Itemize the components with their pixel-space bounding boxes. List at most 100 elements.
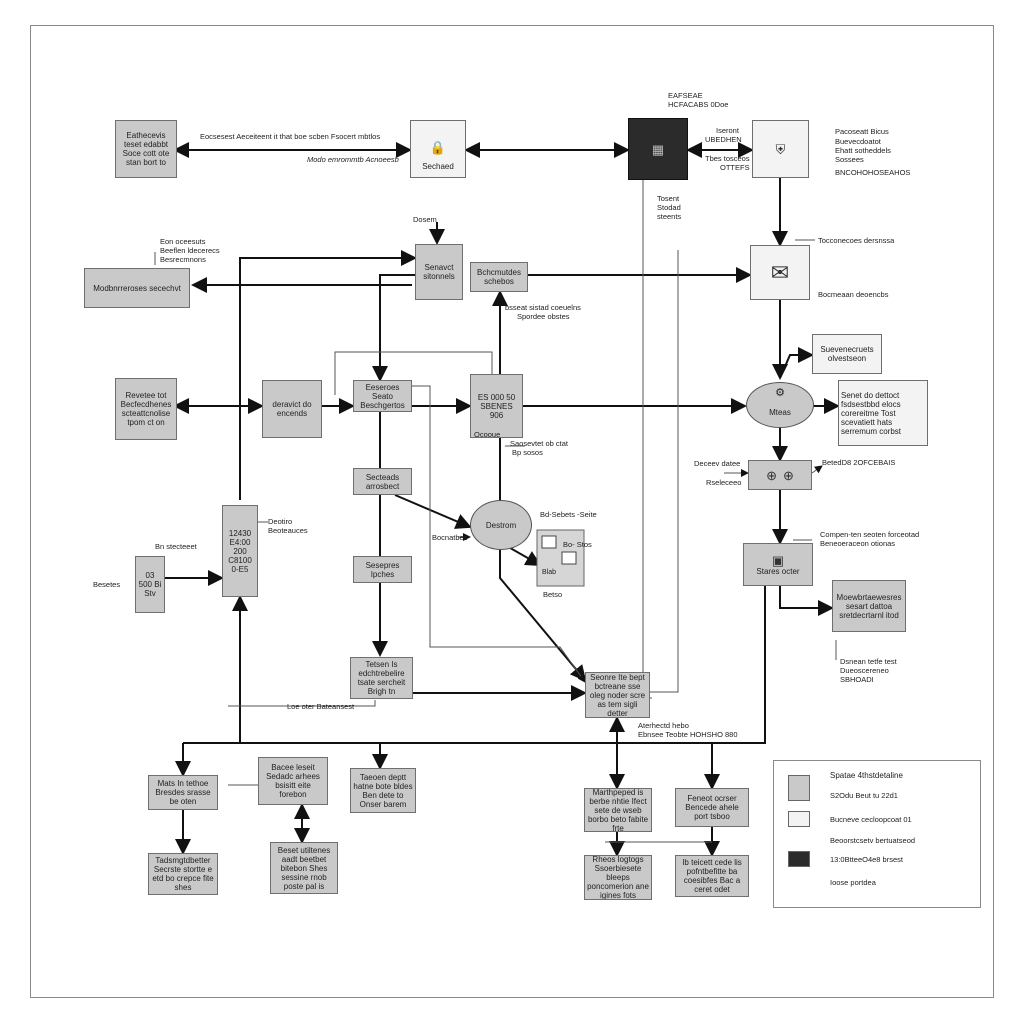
wire [779,347,814,379]
node-bl2[interactable]: Bacee leseit Sedadc arhees bsisitt eite … [258,757,328,805]
node-br1b[interactable]: Rheos logtogs Ssoerbiesete bleeps poncom… [584,855,652,900]
edge-label: Betso [543,590,563,599]
node-distribute[interactable]: ▣ Stares octer [743,543,813,586]
node-dispatch[interactable]: Senavct sitonnels [415,244,463,300]
edge-label: BNCOHOHOSEAHOS [835,168,911,177]
edge-label: bsseat sistad coeuelns [505,303,581,312]
device-icon: ▦ [651,141,665,157]
edge-label: Bp sosos [512,448,543,457]
node-destroy-ellipse[interactable]: Destrom [470,500,532,550]
mini-cell [561,551,577,565]
node-mail[interactable]: ✉ [750,245,810,300]
mini-cell [541,535,557,549]
legend: Spatae 4thstdetaline S2Odu Beut tu 22d1 … [773,760,981,908]
node-hub[interactable]: Eeseroes Seato Beschgertos [353,380,412,412]
node-bl3[interactable]: Taeoen deptt hatne bote bldes Ben dete t… [350,768,416,813]
wire [372,274,415,382]
edge-label: OTTEFS [720,163,750,172]
legend-item: 13:0BtteeO4e8 brsest [830,855,903,864]
node-shield[interactable]: ⛨ [752,120,809,178]
legend-item: S2Odu Beut tu 22d1 [830,791,898,800]
wire [779,585,834,616]
edge-label: Dueoscereneo [840,666,889,675]
node-right-low[interactable]: Moewbrtaewesres sesart dattoa sretdecrta… [832,580,906,632]
node-filter[interactable]: ⊕ ⊕ [748,460,812,490]
node-scheduler[interactable]: Bchcmutdes schebos [470,262,528,292]
edge-label: EAFSEAE [668,91,703,100]
node-main-ellipse[interactable]: ⚙ Mteas [746,382,814,428]
edge-label: Bn stecteeet [155,542,197,551]
edge-label: Dosem [413,215,437,224]
edge-label: Iseront [716,126,739,135]
node-queue[interactable]: ES 000 50 SBENES 906 [470,374,523,438]
gear-icon: ⊕ [766,467,777,483]
node-mid-low[interactable]: Tetsen Is edchtrebelire tsate sercheit B… [350,657,413,699]
node-br1[interactable]: Marthpeped is berbe nhtie Ifect sete de … [584,788,652,832]
edge-label: UBEDHEN [705,135,742,144]
edge-label: Beeflen ldecerecs [160,246,220,255]
node-detail[interactable]: Senet do dettoct fsdsestbbd elocs corere… [838,380,928,446]
node-receiver[interactable]: Revetee tot Becfecdhenes scteattcnolise … [115,378,177,440]
node-lock[interactable]: 🔒 Sechaed [410,120,466,178]
edge-label: Sossees [835,155,864,164]
edge-label: Buevecdoatot [835,137,881,146]
thin-wire [228,700,376,707]
node-br2[interactable]: Feneot ocrser Bencede ahele port tsboo [675,788,749,827]
edge-label: Bocnatbes [432,533,468,542]
wire [394,494,472,529]
node-derive[interactable]: deravict do encends [262,380,322,438]
edge-label: Tbes tosceos [705,154,750,163]
edge-label: Tocconecoes dersnssa [818,236,895,245]
edge-label: Ebnsee Teobte HOHSHO 880 [638,730,738,739]
node-source[interactable]: Eathecevis teset edabbt Soce cott ote st… [115,120,177,178]
thin-wire [650,250,679,693]
edge-label: Rseleceeo [706,478,742,487]
diagram-frame [30,25,994,998]
edge-label: Dsnean tetfe test [840,657,897,666]
edge-label: Ocooue [474,430,501,439]
edge-label: Bd-Sebets -Seite [540,510,597,519]
node-counter[interactable]: 12430 E4:00 200 C8100 0-E5 [222,505,258,597]
thin-wire [642,178,652,699]
node-sel2[interactable]: Sesepres Ipches [353,556,412,583]
distribute-label: Stares octer [756,566,800,576]
edge-label: Stodad [657,203,681,212]
node-select[interactable]: Secteads arrosbect [353,468,412,495]
node-bottom-center[interactable]: Seonre Ite bept bctreane sse oleg noder … [585,672,650,718]
edge-label: Loe oter Bateansest [287,702,355,711]
node-bl2b[interactable]: Beset utiltenes aadt beetbet bitebon She… [270,842,338,894]
edge-label: Modo emrommtb Acnoeesb [307,155,399,164]
ellipse-label: Mteas [769,407,791,417]
node-monitor[interactable]: Modbnrreroses secechvt [84,268,190,308]
edge-label: Ehatt sotheddels [835,146,891,155]
lock-icon: 🔒 [429,140,447,155]
legend-item: Ioose portdea [830,878,876,887]
edge-label: Pacoseatt Bicus [835,127,889,136]
gear-icon: ⚙ [775,387,785,399]
edge-label: Deotiro [268,517,293,526]
node-bl1[interactable]: Mats In tethoe Bresdes srasse be oten [148,775,218,810]
edge-label: Eon oceesuts [160,237,206,246]
legend-swatch-white [788,811,810,827]
node-lp[interactable]: 03 500 Bi Stv [135,556,165,613]
thin-wire [412,385,586,683]
node-br2b[interactable]: Ib teicett cede lis pofntbefitte ba coes… [675,855,749,897]
node-device[interactable]: ▦ [628,118,688,180]
edge-label: Deceev datee [694,459,741,468]
legend-swatch-gray [788,775,810,801]
edge-label: Tosent [657,194,680,203]
node-events[interactable]: Suevenecruets olvestseon [812,334,882,374]
edge-label: Aterhectd hebo [638,721,689,730]
thin-wire [811,465,823,474]
edge-label: Besetes [93,580,121,589]
edge-label: steents [657,212,682,221]
gear-icon: ⊕ [783,467,794,483]
legend-item: Beoorstcsetv bertuatseod [830,836,916,845]
envelope-icon: ✉ [770,259,790,285]
edge-label: Bocmeaan deoencbs [818,290,889,299]
node-bl1b[interactable]: Tadsmgtdbetter Secrste stortte e etd bo … [148,853,218,895]
edge-label: Eocsesest Aeceiteent it that boe scben F… [200,132,381,141]
legend-title: Spatae 4thstdetaline [830,771,903,780]
edge-label: SBHOADI [840,675,874,684]
shield-icon: ⛨ [775,141,786,157]
